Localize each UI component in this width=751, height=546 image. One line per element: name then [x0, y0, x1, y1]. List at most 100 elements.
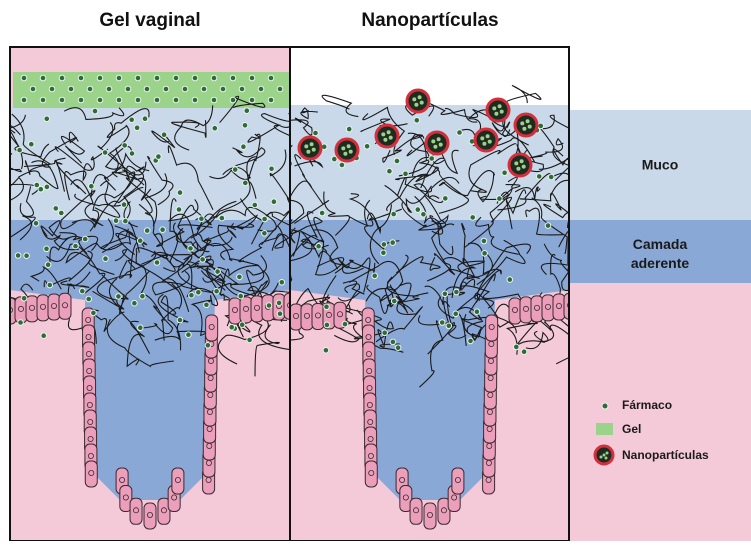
drug-dot [204, 302, 210, 308]
drug-dot [442, 291, 448, 297]
drug-dot [387, 168, 393, 174]
gel-drug-dot [125, 86, 131, 92]
nanoparticle-drug-core [528, 125, 532, 129]
drug-dot [262, 231, 268, 237]
drug-dot [372, 273, 378, 279]
nanoparticle-drug-core [439, 143, 443, 147]
drug-dot [316, 244, 322, 250]
drug-dot [243, 180, 249, 186]
drug-dot [212, 125, 218, 131]
drug-dot [177, 190, 183, 196]
drug-dot [482, 251, 488, 257]
epithelial-cell [301, 304, 313, 330]
nanoparticle-drug-core [304, 144, 308, 148]
gel-drug-dot [211, 97, 217, 103]
drug-dot [73, 243, 79, 249]
nanoparticle-drug-core [341, 146, 345, 150]
nanoparticle-drug-core [437, 137, 441, 141]
drug-dot [144, 228, 150, 234]
gel-drug-dot [21, 97, 27, 103]
drug-dot [507, 277, 513, 283]
legend-gel-icon [596, 423, 613, 435]
nanoparticle-drug-core [520, 121, 524, 125]
nanoparticle-drug-core [488, 140, 492, 144]
legend-drug-icon [602, 403, 608, 409]
legend-nanoparticles-label: Nanopartículas [622, 448, 709, 462]
drug-dot [381, 242, 387, 248]
nanoparticle-drug-core [492, 106, 496, 110]
gel-drug-dot [220, 86, 226, 92]
drug-dot [446, 323, 452, 329]
drug-dot [381, 250, 387, 256]
gel-drug-dot [49, 86, 55, 92]
drug-dot [474, 309, 480, 315]
drug-dot [536, 174, 542, 180]
drug-dot [59, 210, 65, 216]
drug-dot [122, 143, 128, 149]
drug-dot [47, 282, 53, 288]
drug-dot [102, 150, 108, 156]
nanoparticle [509, 154, 531, 176]
drug-dot [279, 280, 285, 286]
epithelial-cell [229, 298, 241, 324]
nanoparticle-drug-core [389, 136, 393, 140]
gel-drug-dot [173, 75, 179, 81]
nanoparticle-drug-core [486, 134, 490, 138]
drug-dot [324, 322, 330, 328]
gel-drug-dot [277, 86, 283, 92]
drug-dot [421, 212, 427, 218]
gel-drug-dot [116, 97, 122, 103]
drug-dot [502, 170, 508, 176]
drug-dot [177, 317, 183, 323]
nanoparticle-drug-core [498, 104, 502, 108]
nanoparticle [376, 125, 398, 147]
drug-dot [247, 337, 253, 343]
drug-dot [229, 324, 235, 330]
drug-dot [403, 171, 409, 177]
epithelial-cell [553, 294, 565, 320]
epithelial-cell [240, 297, 252, 323]
drug-dot [457, 130, 463, 136]
gel-drug-dot [78, 97, 84, 103]
drug-dot [394, 158, 400, 164]
nanoparticle-drug-core [433, 145, 437, 149]
drug-dot [24, 253, 30, 259]
drug-dot [271, 199, 277, 205]
drug-dot [134, 125, 140, 131]
gel-drug-dot [97, 97, 103, 103]
gel-drug-dot [173, 97, 179, 103]
drug-dot [214, 289, 220, 295]
gel-drug-dot [201, 86, 207, 92]
drug-dot [45, 262, 51, 268]
epithelial-cell [542, 295, 554, 321]
gel-drug-dot [59, 97, 65, 103]
drug-dot [319, 210, 325, 216]
epithelial-cell [85, 461, 97, 487]
drug-dot [44, 246, 50, 252]
gel-drug-dot [154, 97, 160, 103]
epithelial-cell [452, 468, 464, 494]
drug-dot [481, 238, 487, 244]
epithelial-cell [410, 498, 422, 524]
drug-dot [89, 183, 95, 189]
drug-dot [91, 310, 97, 316]
gel-drug-dot [258, 86, 264, 92]
title-nanoparticles: Nanopartículas [361, 10, 498, 32]
drug-dot [160, 227, 166, 233]
gel-drug-dot [211, 75, 217, 81]
nanoparticle [299, 137, 321, 159]
gel-vaginal-panel [0, 47, 310, 541]
drug-dot [138, 325, 144, 331]
drug-dot [186, 332, 192, 338]
nanoparticle-drug-core [306, 150, 310, 154]
nanoparticle-drug-core [383, 138, 387, 142]
drug-dot [332, 156, 338, 162]
drug-dot [129, 151, 135, 157]
drug-dot [538, 123, 544, 129]
epithelial-cell [424, 503, 436, 529]
nanoparticle-drug-core [414, 103, 418, 107]
gel-drug-dot [163, 86, 169, 92]
gel-drug-dot [192, 97, 198, 103]
nanoparticle-drug-core [347, 144, 351, 148]
